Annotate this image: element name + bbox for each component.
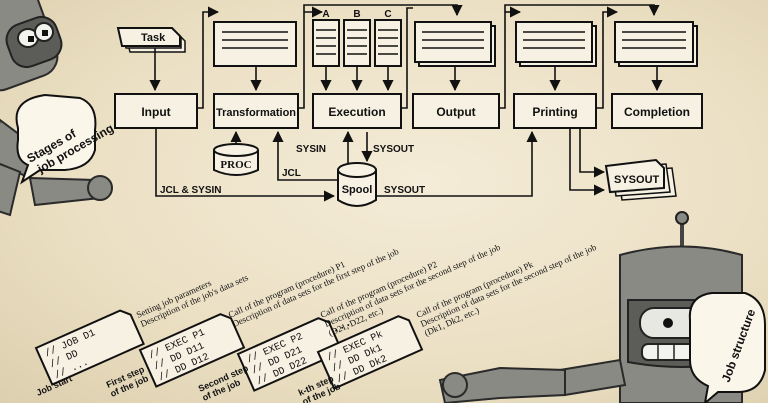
stage-execution: Execution <box>312 93 402 129</box>
stage-completion-label: Completion <box>624 105 690 119</box>
queue-letter-c: C <box>384 9 391 20</box>
queue-output <box>414 21 496 92</box>
caption-second-step: Second stepof the job <box>197 363 254 403</box>
queue-letter-a: A <box>322 9 329 20</box>
edge-label-sysout-up: SYSOUT <box>373 144 414 155</box>
stage-input-label: Input <box>141 105 170 119</box>
speech-bubble-top: Stages of job processing <box>15 93 116 185</box>
stage-printing-label: Printing <box>532 105 577 119</box>
task-doc: Task <box>116 27 186 53</box>
stage-execution-label: Execution <box>328 105 385 119</box>
job-card-1: // JOB D1 // DD // ... <box>34 309 145 386</box>
queue-transformation <box>213 21 297 92</box>
stage-transformation: Transformation <box>213 93 299 129</box>
stage-transformation-label: Transformation <box>216 107 296 119</box>
sysout-doc-label: SYSOUT <box>614 174 660 186</box>
stage-output: Output <box>412 93 500 129</box>
stage-input: Input <box>114 93 198 129</box>
queue-letter-b: B <box>353 9 360 20</box>
task-label: Task <box>141 32 166 44</box>
queue-completion <box>614 21 698 92</box>
edge-label-sysin: SYSIN <box>296 144 326 155</box>
speech-bubble-bottom: Job structure <box>688 292 766 403</box>
edge-label-sysout: SYSOUT <box>384 185 425 196</box>
proc-label: PROC <box>220 159 251 171</box>
stage-connectors <box>197 4 660 109</box>
queue-printing <box>515 21 597 92</box>
queue-execution: A B C <box>312 9 402 92</box>
caption-first-step: First stepof the job <box>105 364 151 399</box>
spool-label: Spool <box>342 184 373 196</box>
stage-output-label: Output <box>436 105 475 119</box>
edge-label-jcl: JCL <box>282 168 301 179</box>
desc-kth-step: Call of the program (procedure) Pk Descr… <box>415 242 598 338</box>
edge-label-jcl-sysin: JCL & SYSIN <box>160 185 222 196</box>
stage-printing: Printing <box>513 93 597 129</box>
desc-kth-step-2: Description of data sets for the second … <box>419 242 598 329</box>
stage-completion: Completion <box>611 93 703 129</box>
sysout-doc: SYSOUT <box>604 158 677 201</box>
job-ellipsis: . . . <box>331 315 352 335</box>
spool-store: Spool <box>337 162 377 207</box>
proc-store: PROC <box>213 130 259 176</box>
